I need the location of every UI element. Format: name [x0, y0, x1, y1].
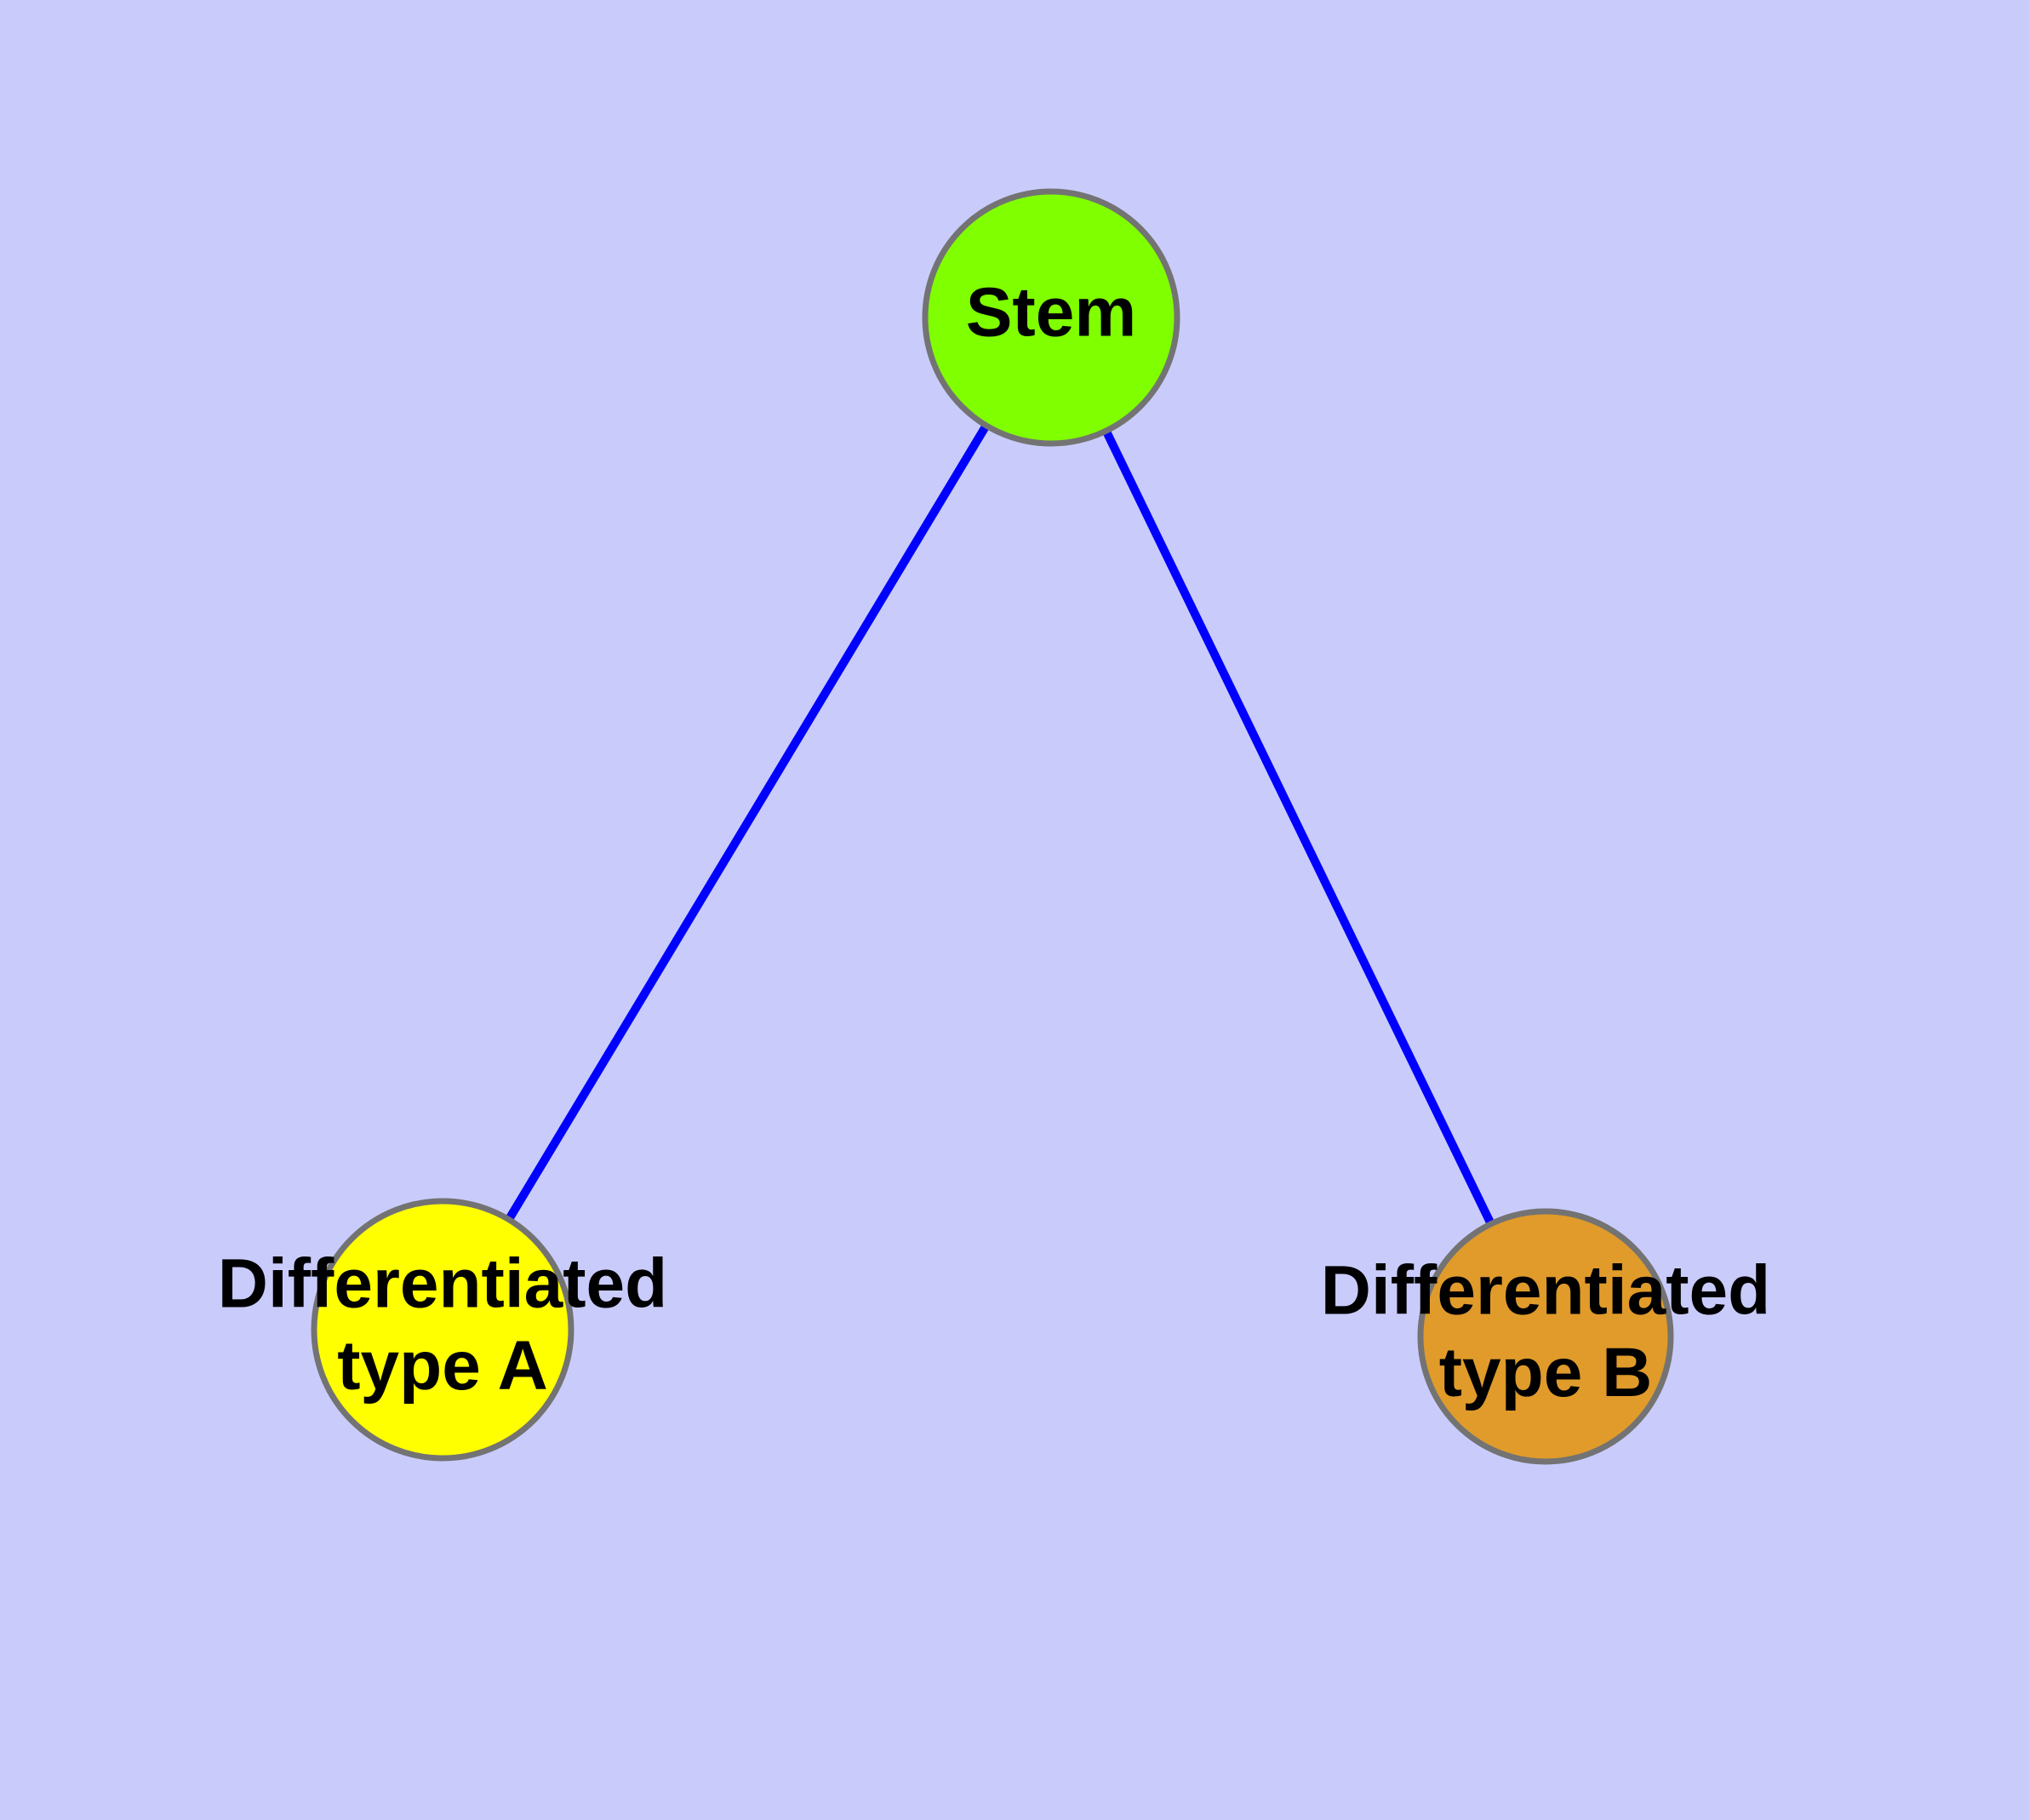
node-label-diff_b-line-2: type B [1439, 1334, 1653, 1411]
node-label-diff_b-line-1: Differentiated [1321, 1251, 1771, 1329]
edge-stem-diff-a[interactable] [506, 424, 989, 1221]
node-stem[interactable]: Stem [922, 188, 1180, 447]
node-circle-diff_b[interactable] [1417, 1208, 1674, 1465]
edge-stem-diff-b[interactable] [1103, 430, 1495, 1225]
edges-layer [506, 424, 1495, 1225]
node-label-diff_a-line-2: type A [337, 1327, 548, 1405]
node-circle-stem[interactable] [922, 188, 1180, 447]
node-label-diff_a-line-1: Differentiated [218, 1245, 668, 1322]
node-circle-diff_a[interactable] [311, 1198, 574, 1462]
node-label-stem-line-1: Stem [966, 274, 1137, 352]
